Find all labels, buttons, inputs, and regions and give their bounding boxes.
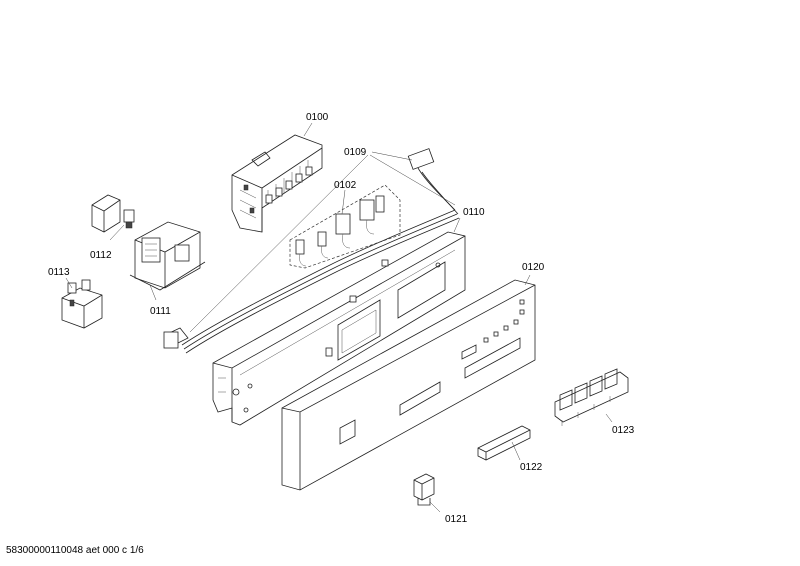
label-0120: 0120 (522, 262, 545, 273)
part-0109-wiring-harness (163, 148, 460, 354)
label-0123: 0123 (612, 425, 635, 436)
part-0121-button-cap (413, 473, 435, 506)
label-0109: 0109 (344, 147, 367, 158)
part-0120-front-fascia (281, 279, 536, 491)
part-0111-door-switch (129, 221, 206, 291)
label-0111: 0111 (150, 306, 171, 317)
label-0122: 0122 (520, 462, 543, 473)
label-0110: 0110 (463, 207, 485, 218)
label-0100: 0100 (306, 112, 329, 123)
label-0113: 0113 (48, 267, 70, 278)
document-code: 58300000110048 aet 000 c 1/6 (6, 545, 144, 556)
part-0113-switch-unit (61, 279, 103, 329)
label-0112: 0112 (90, 250, 112, 261)
label-0121: 0121 (445, 514, 468, 525)
part-0110-inner-panel-frame (212, 231, 466, 426)
part-0123-button-set (554, 368, 629, 426)
part-0122-trim-strip (477, 425, 531, 461)
part-0100-control-module (231, 134, 323, 233)
label-0102: 0102 (334, 180, 357, 191)
part-0112-cover-clip (91, 194, 135, 233)
part-0102-connector-set (289, 184, 401, 269)
